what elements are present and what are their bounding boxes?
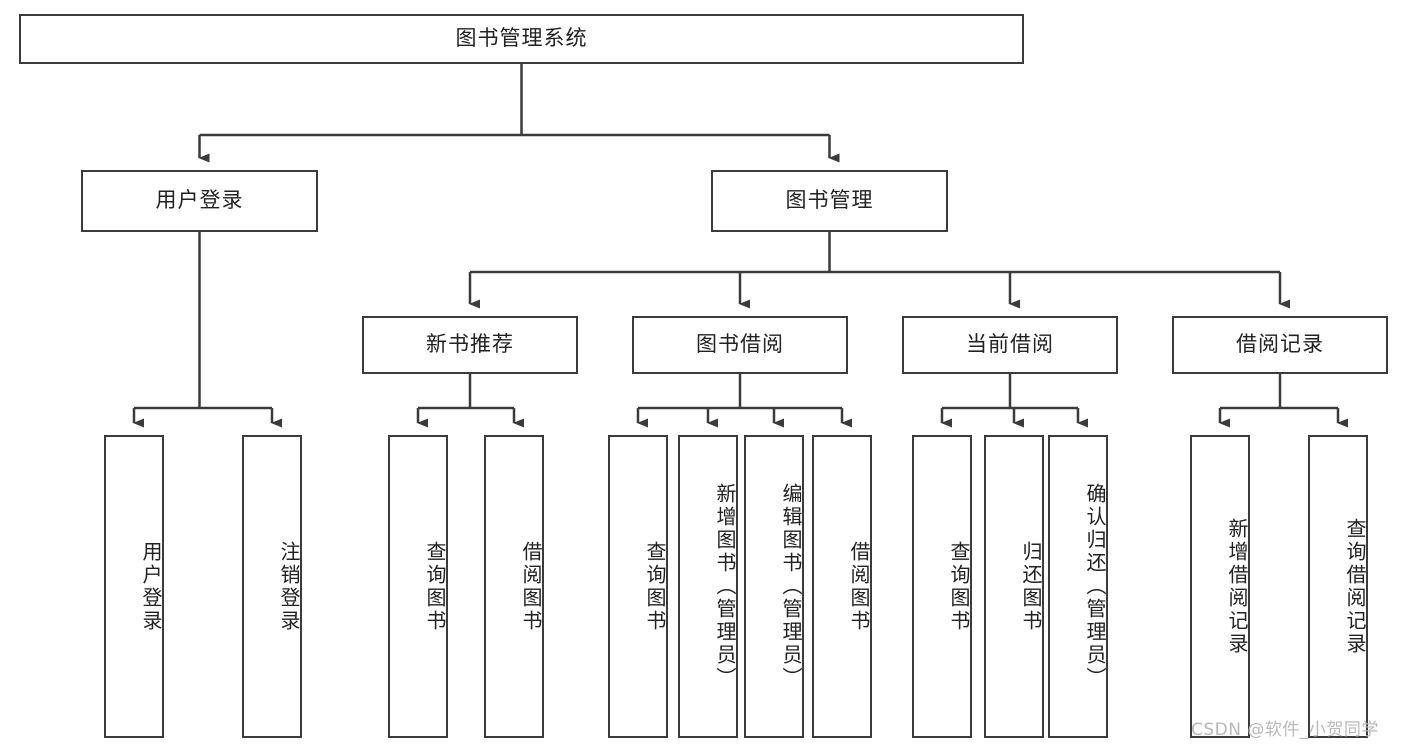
leaf-user-login[interactable]: 用户登录 [104,435,164,738]
leaf-query-borrow-record[interactable]: 查询借阅记录 [1308,435,1368,738]
node-label: 新增图书（管理员） [713,483,735,690]
node-label: 编辑图书（管理员） [779,483,801,690]
node-label: 用户登录 [155,189,244,213]
node-book-management[interactable]: 图书管理 [711,170,948,232]
node-label: 确认归还（管理员） [1083,483,1105,690]
node-book-borrow[interactable]: 图书借阅 [632,316,848,374]
node-root[interactable]: 图书管理系统 [19,14,1024,64]
leaf-query-book-current[interactable]: 查询图书 [912,435,972,738]
leaf-add-book-admin[interactable]: 新增图书（管理员） [678,435,738,738]
leaf-edit-book-admin[interactable]: 编辑图书（管理员） [744,435,804,738]
node-borrow-record[interactable]: 借阅记录 [1172,316,1388,374]
node-label: 图书借阅 [696,333,784,357]
watermark: CSDN @软件_小贺同学 [1191,720,1379,740]
leaf-add-borrow-record[interactable]: 新增借阅记录 [1190,435,1250,738]
node-label: 借阅图书 [519,540,541,633]
leaf-confirm-return-admin[interactable]: 确认归还（管理员） [1048,435,1108,738]
node-label: 注销登录 [277,540,299,633]
leaf-query-book-borrow[interactable]: 查询图书 [608,435,668,738]
node-label: 新增借阅记录 [1225,517,1247,656]
node-label: 图书管理系统 [455,27,588,51]
node-label: 新书推荐 [426,333,514,357]
leaf-return-book[interactable]: 归还图书 [984,435,1044,738]
node-label: 借阅记录 [1236,333,1324,357]
node-label: 借阅图书 [847,540,869,633]
node-label: 查询借阅记录 [1343,517,1365,656]
node-label: 用户登录 [139,540,161,633]
node-label: 归还图书 [1019,540,1041,633]
leaf-borrow-book[interactable]: 借阅图书 [812,435,872,738]
node-current-borrow[interactable]: 当前借阅 [902,316,1118,374]
node-label: 查询图书 [423,540,445,633]
node-user-login[interactable]: 用户登录 [81,170,318,232]
node-new-book-recommend[interactable]: 新书推荐 [362,316,578,374]
node-label: 当前借阅 [966,333,1054,357]
leaf-borrow-book-recommend[interactable]: 借阅图书 [484,435,544,738]
leaf-logout[interactable]: 注销登录 [242,435,302,738]
node-label: 图书管理 [785,189,874,213]
leaf-query-book-recommend[interactable]: 查询图书 [388,435,448,738]
node-label: 查询图书 [643,540,665,633]
node-label: 查询图书 [947,540,969,633]
